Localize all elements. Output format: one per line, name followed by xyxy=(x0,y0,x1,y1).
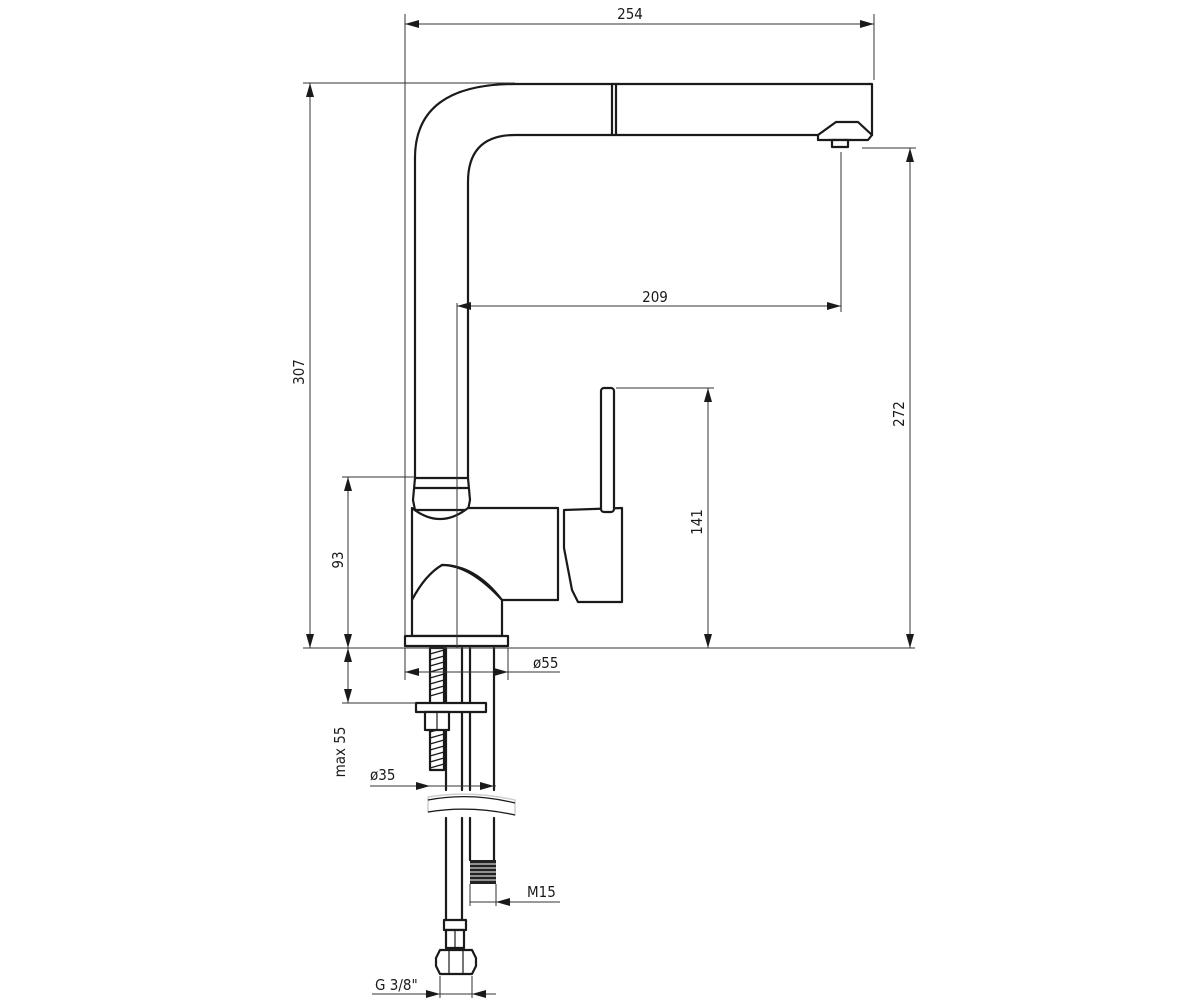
label-max-deck: max 55 xyxy=(331,727,349,778)
lever-housing xyxy=(562,506,624,604)
label-overall-height: 307 xyxy=(290,359,308,385)
label-spout-reach: 209 xyxy=(642,288,668,306)
label-base-diameter: ø55 xyxy=(533,654,558,672)
dimension-labels: 254 307 209 272 141 93 ø55 max 55 ø35 M1… xyxy=(290,5,908,994)
lever-handle xyxy=(599,386,616,514)
dimension-lines xyxy=(303,14,916,998)
mounting-hardware xyxy=(414,646,516,976)
spout-outer-edge xyxy=(413,82,874,480)
g38-ferrule xyxy=(442,918,468,932)
outlet-nozzle xyxy=(830,138,850,149)
label-lever-height: 141 xyxy=(688,509,706,535)
faucet-outline xyxy=(403,82,874,648)
spray-head xyxy=(816,120,874,142)
label-hose-thread: M15 xyxy=(527,883,556,901)
clamp-plate xyxy=(414,701,488,714)
label-body-height: 93 xyxy=(329,551,347,568)
label-connection-thread: G 3/8" xyxy=(375,976,418,994)
g38-hex-nut xyxy=(434,948,478,976)
label-overall-width: 254 xyxy=(617,5,643,23)
label-outlet-height: 272 xyxy=(890,401,908,427)
spout-inner-edge xyxy=(466,133,820,480)
label-mount-hole: ø35 xyxy=(370,766,395,784)
spout-collar xyxy=(411,476,472,512)
